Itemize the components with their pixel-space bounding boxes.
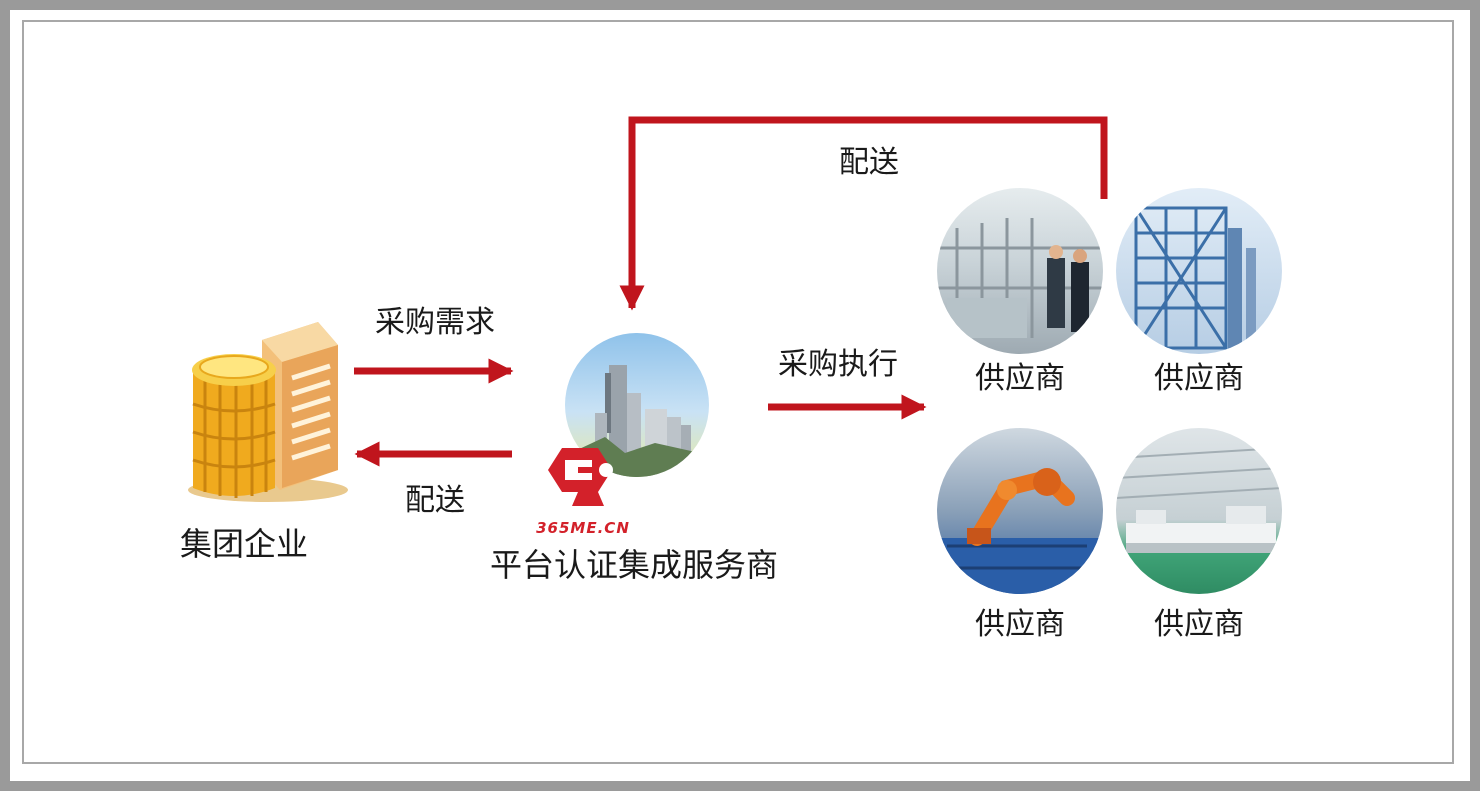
delivery-to-enterprise-label: 配送 [405,483,465,518]
supplier-label-1: 供应商 [975,361,1065,396]
delivery-from-supplier-label: 配送 [839,145,899,180]
delivery-from-supplier-arrow [619,116,1108,311]
purchase-execution-label: 采购执行 [778,347,898,382]
supplier-photo-2 [1116,188,1282,354]
supplier-photo-3 [937,428,1103,594]
supplier-label-3: 供应商 [975,607,1065,642]
supplier-photo-1 [937,188,1103,354]
purchase-demand-label: 采购需求 [375,305,495,340]
platform-logo-text: 365ME.CN [536,519,630,537]
supplier-photo-4 [1116,428,1282,594]
diagram-border [22,20,1454,764]
integrator-label: 平台认证集成服务商 [489,546,778,584]
enterprise-label: 集团企业 [179,525,308,563]
supplier-label-2: 供应商 [1154,361,1244,396]
supplier-label-4: 供应商 [1154,607,1244,642]
